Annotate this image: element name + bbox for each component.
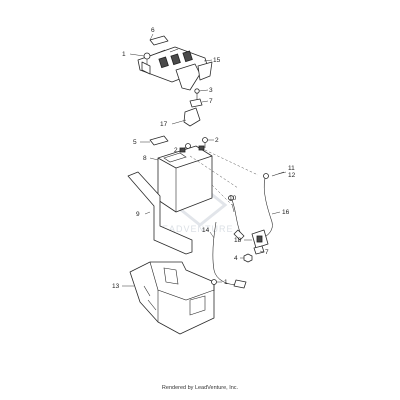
callout-16: 16 [282, 209, 290, 216]
callout-11: 11 [288, 165, 295, 172]
cable-part-10 [228, 195, 245, 241]
terminal-part-7-upper [189, 98, 203, 108]
battery-part-8 [157, 145, 213, 213]
callout-5: 5 [133, 139, 137, 146]
callout-2-left: 2 [174, 147, 178, 154]
strap-part-9 [127, 171, 193, 255]
callout-9: 9 [136, 211, 140, 218]
clip-part-17 [183, 107, 201, 127]
callout-7-lower: 7 [265, 249, 269, 256]
dashed-guide-a [204, 149, 259, 176]
callout-7-upper: 7 [209, 98, 213, 105]
callout-1-bottom: 1 [224, 279, 228, 286]
fuse-holder-part-18 [251, 229, 269, 249]
dashed-guide-b [189, 155, 239, 189]
bolt-part-2-right [202, 137, 208, 148]
footer-credit: Rendered by LeadVenture, Inc. [161, 385, 239, 391]
nut-part-4 [243, 253, 253, 263]
callout-12: 12 [288, 172, 296, 179]
tray-part-13 [129, 261, 215, 335]
callout-14: 14 [202, 227, 210, 234]
callout-8: 8 [143, 155, 147, 162]
dashed-guide-c [211, 184, 233, 206]
callout-1-top: 1 [122, 51, 126, 58]
callout-13: 13 [112, 283, 120, 290]
watermark-text: LEADVENTURE [156, 224, 234, 234]
callout-17: 17 [160, 121, 168, 128]
callout-10: 10 [229, 195, 237, 202]
callout-2-right: 2 [215, 137, 219, 144]
callout-15: 15 [213, 57, 221, 64]
cable-part-16 [261, 171, 285, 239]
pad-part-5 [149, 135, 169, 146]
callout-6: 6 [151, 27, 155, 34]
pad-part-6 [149, 35, 169, 46]
callout-3: 3 [209, 87, 213, 94]
bolt-part-1-bottom [211, 279, 217, 291]
callout-4: 4 [234, 255, 238, 262]
callout-18: 18 [234, 237, 242, 244]
bracket-part-15 [137, 46, 213, 91]
